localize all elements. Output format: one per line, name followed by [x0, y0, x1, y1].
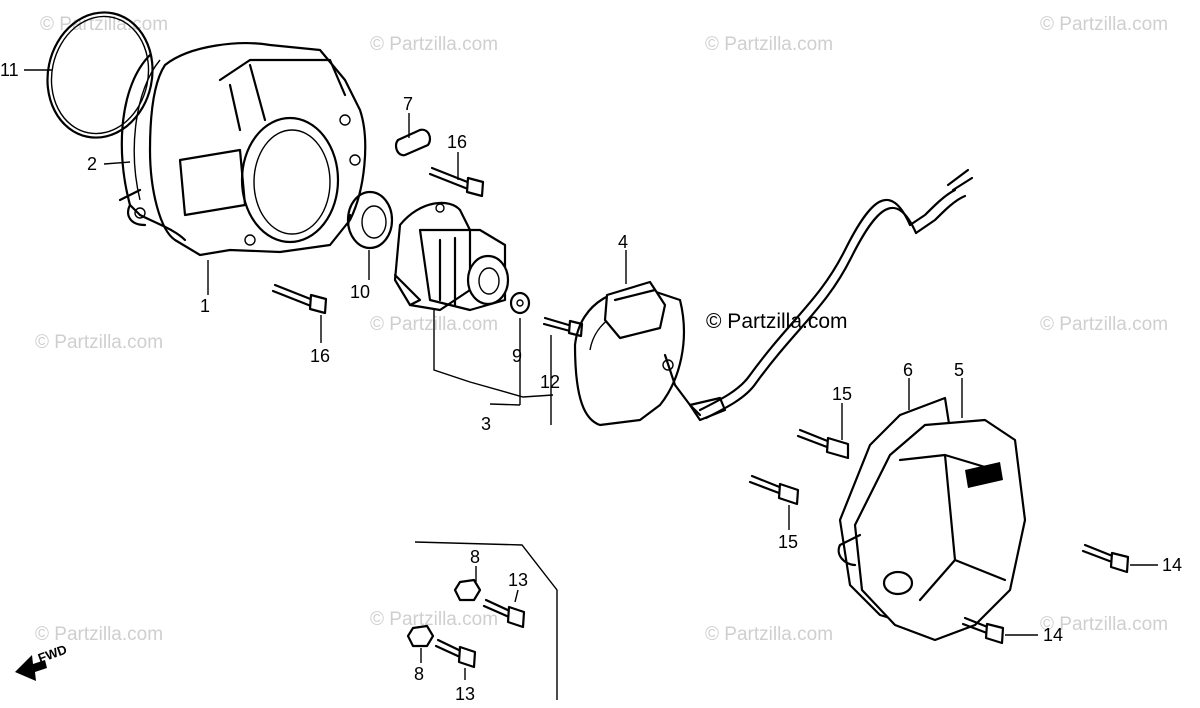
bolt-part — [796, 428, 850, 460]
watermark-text: © Partzilla.com — [705, 624, 833, 645]
callout-8: 8 — [470, 547, 480, 567]
leader-lines — [24, 69, 1158, 700]
wire-harness-part — [688, 168, 974, 422]
callout-6: 6 — [903, 360, 913, 380]
watermark-text: © Partzilla.com — [1040, 314, 1168, 335]
callout-14: 14 — [1162, 555, 1182, 575]
fwd-label: FWD — [36, 642, 69, 666]
watermark-text: © Partzilla.com — [1040, 614, 1168, 635]
watermark-text: © Partzilla.com — [35, 624, 163, 645]
callout-16: 16 — [447, 132, 467, 152]
callout-9: 9 — [512, 346, 522, 366]
watermark-text: © Partzilla.com — [35, 332, 163, 353]
bolt-part — [961, 616, 1005, 645]
watermark-text: © Partzilla.com — [705, 34, 833, 55]
callout-11: 11 — [0, 60, 19, 80]
washer-hole — [516, 299, 524, 307]
watermark-text: © Partzilla.com — [1040, 14, 1168, 35]
bolt-part — [748, 474, 800, 506]
plate-part — [394, 128, 432, 157]
screw-part — [482, 598, 526, 629]
callout-12: 12 — [540, 372, 560, 392]
callout-7: 7 — [403, 94, 413, 114]
screw-part — [434, 638, 477, 669]
callout-3: 3 — [481, 414, 491, 434]
watermark-layer: © Partzilla.com © Partzilla.com © Partzi… — [35, 14, 1168, 645]
fwd-direction-indicator: FWD — [15, 642, 69, 681]
washer-part — [509, 291, 531, 315]
bolt-part — [1081, 543, 1130, 574]
nut-part — [453, 578, 482, 602]
watermark-text: © Partzilla.com — [370, 34, 498, 55]
bolt-part — [428, 166, 485, 198]
callout-5: 5 — [954, 360, 964, 380]
callout-14: 14 — [1043, 625, 1063, 645]
gasket-part — [120, 53, 187, 242]
callout-2: 2 — [87, 154, 97, 174]
pulser-coil-part — [573, 280, 702, 427]
generator-cover-part — [837, 418, 1027, 642]
callout-4: 4 — [618, 232, 628, 252]
bolt-part — [271, 283, 328, 315]
callout-13: 13 — [508, 570, 528, 590]
screw-part — [542, 316, 584, 338]
callout-15: 15 — [832, 384, 852, 404]
gasket-inner-edge — [133, 59, 161, 201]
callout-10: 10 — [350, 282, 370, 302]
callout-16: 16 — [310, 346, 330, 366]
nut-part — [406, 624, 435, 648]
callout-1: 1 — [200, 296, 210, 316]
watermark-text: © Partzilla.com — [370, 609, 498, 630]
callout-numbers: 11 2 1 7 16 10 16 4 9 12 3 6 5 15 15 14 … — [0, 60, 1182, 704]
o-ring-inner-edge — [50, 15, 150, 135]
callout-8: 8 — [414, 664, 424, 684]
o-ring-part — [46, 11, 154, 139]
oil-seal-part — [346, 190, 394, 250]
callout-15: 15 — [778, 532, 798, 552]
stator-assembly-part — [393, 201, 510, 312]
brand-label: © Partzilla.com — [706, 310, 848, 333]
callout-13: 13 — [455, 684, 475, 704]
watermark-text: © Partzilla.com — [40, 14, 168, 35]
